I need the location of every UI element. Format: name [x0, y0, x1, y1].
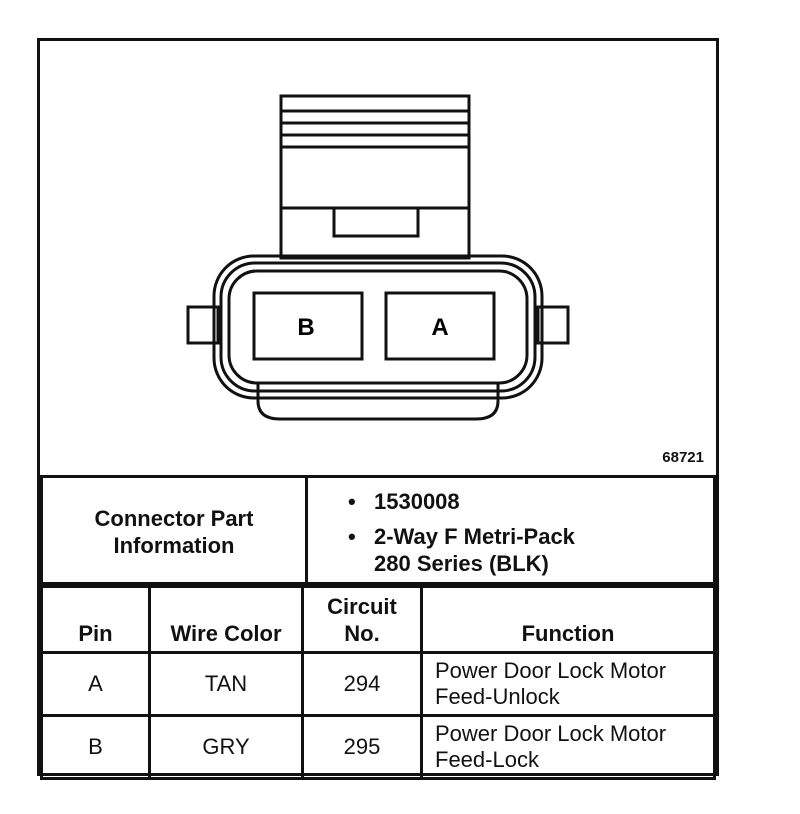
part-description-line1: 2-Way F Metri-Pack: [374, 524, 575, 549]
pin-table: Pin Wire Color Circuit No. Function A TA…: [40, 582, 716, 780]
table-row: A TAN 294 Power Door Lock Motor Feed-Unl…: [40, 651, 716, 717]
connector-body-seal: [219, 261, 537, 393]
connector-part-info-label-text: Connector Part Information: [94, 505, 254, 558]
part-description: 2-Way F Metri-Pack 280 Series (BLK): [348, 523, 713, 577]
left-mounting-ear: [186, 305, 220, 345]
connector-sheet-frame: B A 68721 Connector Part Information 153…: [37, 38, 719, 780]
header-pin: Pin: [40, 582, 151, 654]
pin-table-header: Pin Wire Color Circuit No. Function: [40, 582, 716, 654]
connector-part-info-table: Connector Part Information 1530008 2-Way…: [40, 475, 716, 588]
row-wire-color: TAN: [148, 651, 304, 717]
header-circuit-line1: Circuit: [327, 594, 397, 619]
row-circuit: 294: [301, 651, 423, 717]
header-wire-color: Wire Color: [148, 582, 304, 654]
right-mounting-ear: [536, 305, 570, 345]
part-description-line2: 280 Series (BLK): [374, 551, 549, 576]
header-function: Function: [420, 582, 716, 654]
latch-tab: [332, 206, 420, 238]
row-pin: B: [40, 714, 151, 780]
connector-diagram: B A 68721: [40, 41, 716, 475]
connector-body-outer: [212, 254, 544, 400]
cavity-a-label: A: [431, 314, 448, 341]
row-function-line2: Feed-Unlock: [435, 684, 560, 709]
connector-part-info-label: Connector Part Information: [40, 475, 308, 588]
connector-drawing: B A: [186, 94, 570, 421]
header-circuit: Circuit No.: [301, 582, 423, 654]
row-function-line1: Power Door Lock Motor: [435, 721, 667, 746]
connector-skirt: [256, 383, 500, 421]
row-function-line2: Feed-Lock: [435, 747, 539, 772]
table-row: B GRY 295 Power Door Lock Motor Feed-Loc…: [40, 714, 716, 780]
row-function-line1: Power Door Lock Motor: [435, 658, 667, 683]
connector-body-inner: [227, 269, 529, 385]
figure-id: 68721: [662, 449, 704, 466]
row-wire-color: GRY: [148, 714, 304, 780]
connector-part-info-values: 1530008 2-Way F Metri-Pack 280 Series (B…: [305, 475, 716, 588]
row-function: Power Door Lock Motor Feed-Unlock: [420, 651, 716, 717]
row-circuit: 295: [301, 714, 423, 780]
connector-latch-housing: [279, 94, 471, 260]
row-pin: A: [40, 651, 151, 717]
cavity-b-label: B: [297, 314, 314, 341]
row-function: Power Door Lock Motor Feed-Lock: [420, 714, 716, 780]
cavity-b: [252, 291, 364, 361]
header-circuit-line2: No.: [344, 621, 380, 646]
cavity-a: [384, 291, 496, 361]
part-number: 1530008: [348, 488, 713, 515]
